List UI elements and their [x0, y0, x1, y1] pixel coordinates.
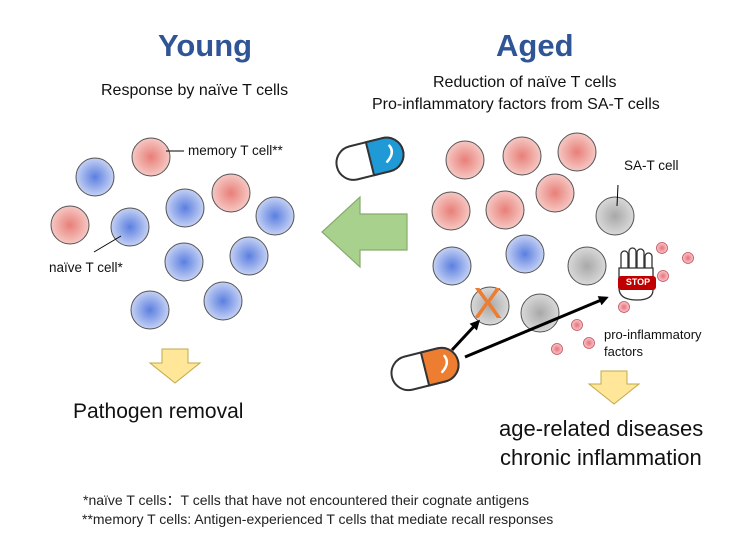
naive-cell-label: naïve T cell*	[49, 260, 123, 275]
naive-t-cell	[130, 290, 170, 330]
young-down-arrow	[148, 348, 202, 384]
capsule-to-sat-arrow	[464, 296, 609, 359]
factor-dot	[583, 337, 595, 349]
naive-label-leader	[93, 235, 122, 253]
naive-t-cell	[229, 236, 269, 276]
aged-subtitle-line2: Pro-inflammatory factors from SA-T cells	[372, 96, 660, 113]
naive-t-cell	[164, 242, 204, 282]
memory-t-cell	[131, 137, 171, 177]
sa-t-cell	[567, 246, 607, 286]
memory-t-cell	[50, 205, 90, 245]
footnote-naive: *naïve T cells：T cells that have not enc…	[83, 492, 529, 508]
naive-t-cell	[505, 234, 545, 274]
factor-dot	[657, 270, 669, 282]
naive-t-cell	[255, 196, 295, 236]
factor-dot	[551, 343, 563, 355]
memory-t-cell	[485, 190, 525, 230]
memory-t-cell	[535, 173, 575, 213]
footnote-memory: **memory T cells: Antigen-experienced T …	[82, 511, 554, 527]
memory-t-cell	[431, 191, 471, 231]
memory-t-cell	[211, 173, 251, 213]
factor-dot	[682, 252, 694, 264]
aged-down-arrow	[587, 370, 641, 405]
aged-outcome-line2: chronic inflammation	[500, 445, 702, 470]
memory-t-cell	[502, 136, 542, 176]
pro-inflammatory-factor-dots	[551, 242, 694, 355]
stop-hand-icon	[618, 247, 656, 301]
aged-outcome-line1: age-related diseases	[499, 416, 704, 441]
sat-cell-label: SA-T cell	[624, 158, 679, 173]
memory-t-cell	[445, 140, 485, 180]
factor-dot	[618, 301, 630, 313]
naive-t-cell	[165, 188, 205, 228]
naive-t-cell	[75, 157, 115, 197]
blue-capsule-icon	[335, 136, 405, 181]
naive-t-cell-blocked	[470, 286, 510, 326]
orange-capsule-icon	[390, 346, 460, 392]
factor-dot	[571, 319, 583, 331]
factors-label-line1: pro-inflammatory	[604, 327, 702, 342]
naive-t-cell	[203, 281, 243, 321]
sat-label-leader	[616, 184, 619, 207]
young-subtitle: Response by naïve T cells	[101, 82, 289, 99]
factor-dot	[656, 242, 668, 254]
memory-t-cell	[557, 132, 597, 172]
memory-cell-label: memory T cell**	[188, 143, 283, 158]
aged-heading: Aged	[496, 28, 574, 63]
naive-t-cell	[110, 207, 150, 247]
aged-subtitle-line1: Reduction of naïve T cells	[433, 74, 617, 91]
young-heading: Young	[158, 28, 253, 63]
sa-t-cell	[595, 196, 635, 236]
stop-sign-text: STOP	[625, 277, 651, 287]
naive-t-cell	[432, 246, 472, 286]
left-green-arrow	[321, 195, 408, 269]
blocked-x-mark: X	[473, 279, 503, 328]
young-outcome: Pathogen removal	[73, 400, 244, 423]
factors-label-line2: factors	[604, 344, 644, 359]
aged-cells	[431, 132, 635, 333]
capsule-to-naive-arrow	[450, 319, 481, 352]
young-cells	[50, 137, 295, 330]
